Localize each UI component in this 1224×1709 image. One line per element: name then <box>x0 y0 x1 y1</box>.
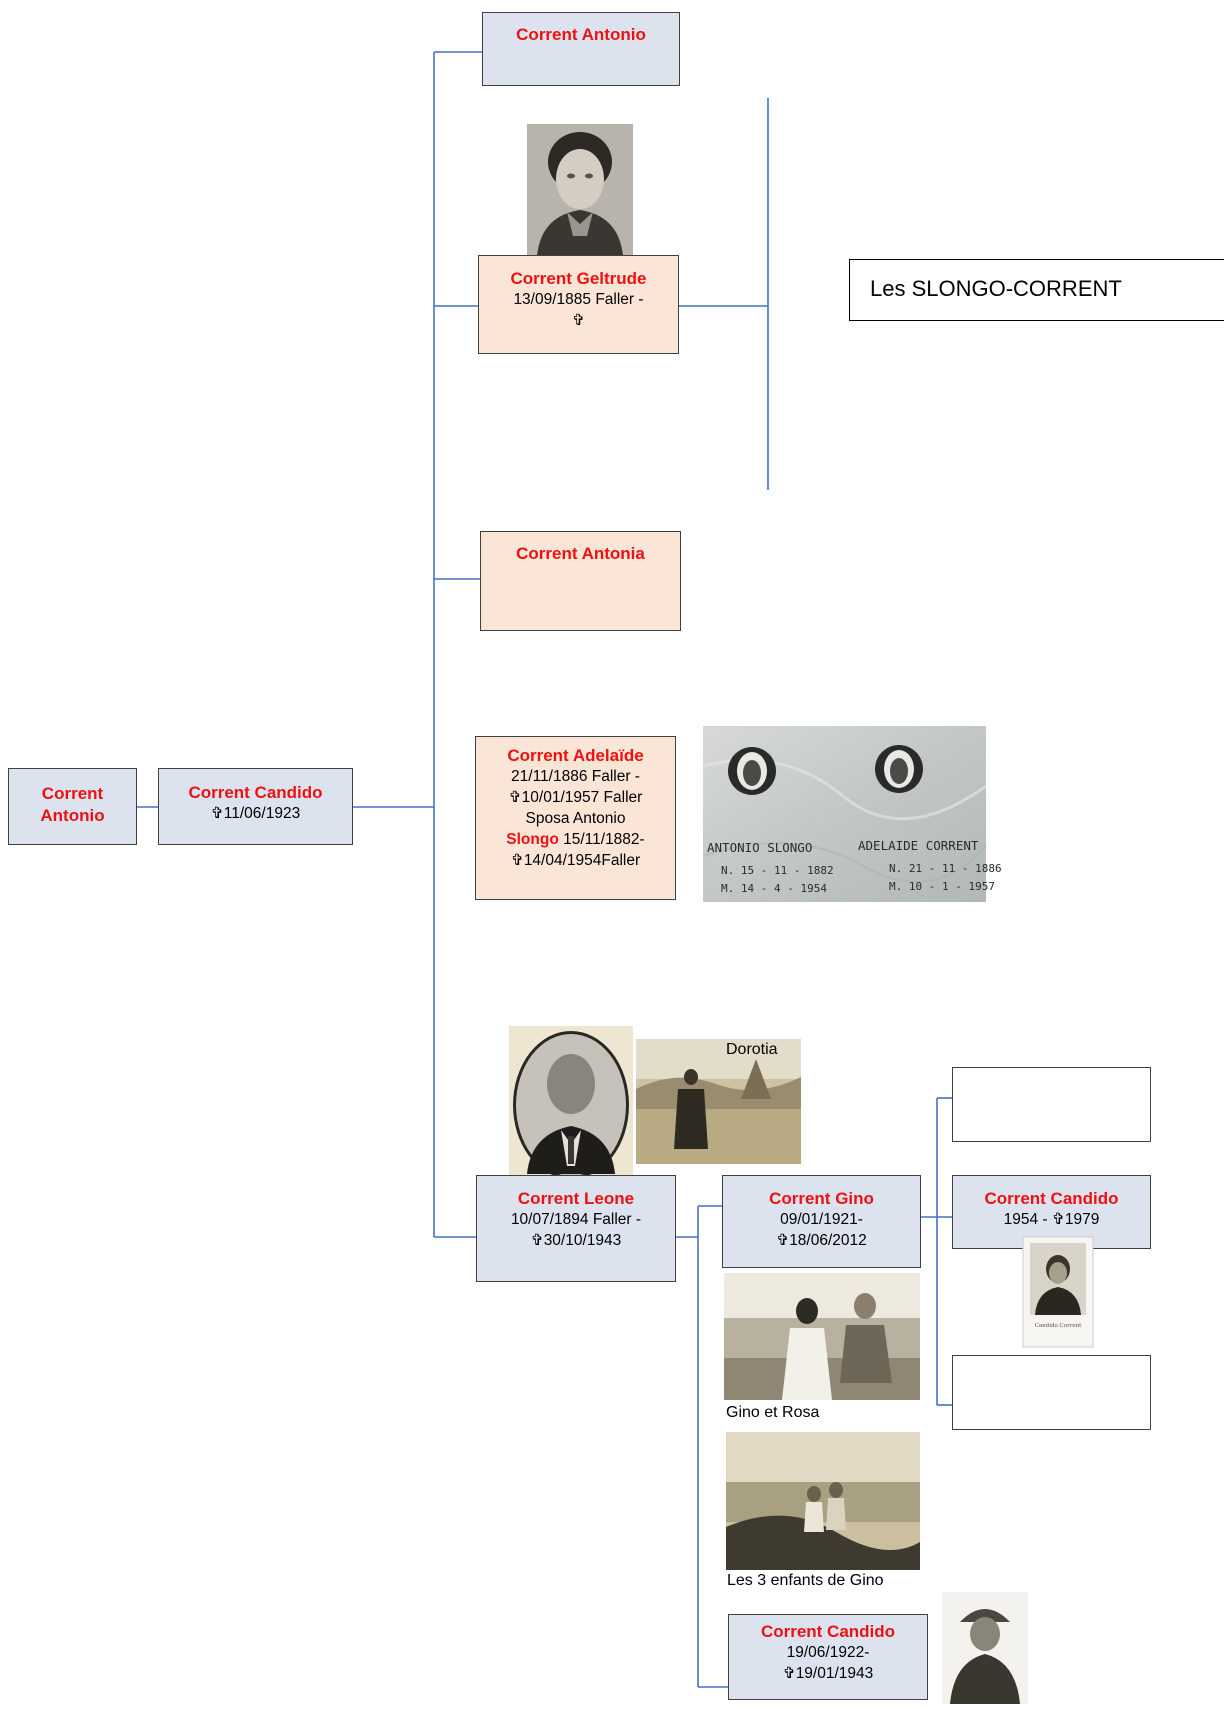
person-death: ✞18/06/2012 <box>776 1232 867 1249</box>
candido-jr-photo: Candido Corrent <box>1022 1236 1094 1348</box>
three-children-photo <box>726 1432 920 1570</box>
person-name: Corrent Antonia <box>516 544 645 563</box>
person-death: ✞19/01/1943 <box>782 1665 874 1682</box>
person-box-corrent-antonio: Corrent Antonio <box>482 12 680 86</box>
person-box-corrent-antonio-root: Corrent Antonio <box>8 768 137 845</box>
person-name: Corrent Antonio <box>516 25 646 44</box>
person-box-corrent-antonia: Corrent Antonia <box>480 531 681 631</box>
page-title: Les SLONGO-CORRENT <box>849 259 1224 321</box>
tombstone-photo: ANTONIO SLONGO N. 15 - 11 - 1882 M. 14 -… <box>702 726 1002 902</box>
person-death: ✞ <box>572 312 585 329</box>
person-dates: 1954 - ✞1979 <box>1003 1211 1100 1228</box>
person-name: Corrent Adelaïde <box>507 746 644 765</box>
tombstone-right-death: M. 10 - 1 - 1957 <box>889 880 995 893</box>
person-name: Corrent Geltrude <box>510 269 647 288</box>
tombstone-left-name: ANTONIO SLONGO <box>707 840 812 855</box>
person-death: ✞10/01/1957 Faller <box>508 789 643 806</box>
person-box-corrent-gino: Corrent Gino 09/01/1921- ✞18/06/2012 <box>722 1175 921 1268</box>
gino-rosa-caption: Gino et Rosa <box>726 1404 820 1421</box>
dorotia-caption: Dorotia <box>726 1041 778 1058</box>
spouse-dates: Slongo 15/11/1882- <box>476 829 675 850</box>
person-birth: 09/01/1921- <box>780 1211 863 1228</box>
tombstone-left-death: M. 14 - 4 - 1954 <box>721 882 827 895</box>
person-box-corrent-candido-sr: Corrent Candido ✞11/06/1923 <box>158 768 353 845</box>
person-birth: 13/09/1885 Faller - <box>513 291 644 308</box>
portrait-geltrude-photo <box>527 124 633 256</box>
person-birth: 19/06/1922- <box>786 1644 870 1661</box>
person-box-corrent-candido-1922: Corrent Candido 19/06/1922- ✞19/01/1943 <box>728 1614 928 1700</box>
person-birth: 10/07/1894 Faller - <box>510 1211 642 1228</box>
tombstone-right-name: ADELAIDE CORRENT <box>858 838 979 853</box>
person-name: Corrent Candido <box>760 1622 896 1641</box>
three-children-caption: Les 3 enfants de Gino <box>727 1572 884 1589</box>
candido-soldier-photo <box>942 1592 1028 1704</box>
portrait-card-caption: Candido Corrent <box>1035 1323 1082 1329</box>
person-name: Corrent Leone <box>517 1189 635 1208</box>
person-box-corrent-adelaide: Corrent Adelaïde 21/11/1886 Faller - ✞10… <box>475 736 676 900</box>
spouse-label: Sposa Antonio <box>525 810 626 827</box>
empty-person-box-bottom <box>952 1355 1151 1430</box>
person-dates: ✞11/06/1923 <box>210 805 301 822</box>
person-name: Corrent Candido <box>188 783 323 802</box>
spouse-name: Slongo <box>506 831 559 848</box>
person-name: Corrent Candido <box>984 1189 1119 1208</box>
gino-rosa-photo <box>724 1273 920 1400</box>
tombstone-right-birth: N. 21 - 11 - 1886 <box>889 862 1002 875</box>
empty-person-box-top <box>952 1067 1151 1142</box>
tombstone-left-birth: N. 15 - 11 - 1882 <box>721 864 834 877</box>
portrait-leone-photo <box>509 1026 633 1181</box>
person-box-corrent-leone: Corrent Leone 10/07/1894 Faller - ✞30/10… <box>476 1175 676 1282</box>
person-name: Corrent Gino <box>769 1189 874 1208</box>
person-box-corrent-geltrude: Corrent Geltrude 13/09/1885 Faller - ✞ <box>478 255 679 354</box>
spouse-birth: 15/11/1882- <box>558 831 645 848</box>
person-birth: 21/11/1886 Faller - <box>511 768 640 785</box>
person-name: Corrent Antonio <box>40 784 105 825</box>
person-death: ✞30/10/1943 <box>530 1232 622 1249</box>
dorotia-photo <box>636 1039 801 1164</box>
spouse-death: ✞14/04/1954Faller <box>510 852 641 869</box>
